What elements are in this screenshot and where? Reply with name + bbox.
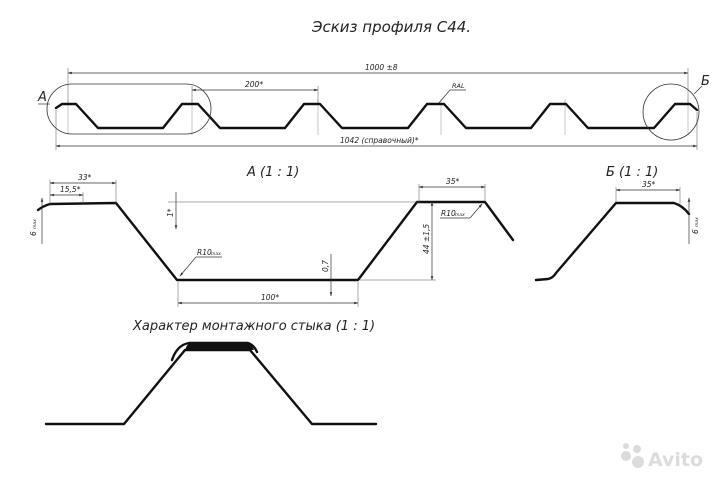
dim-35-a-label: 35* <box>446 177 460 186</box>
watermark-text: Avito <box>648 449 703 471</box>
dim-total-label: 1000 ±8 <box>365 63 398 72</box>
dim-ref-label: 1042 (справочный)* <box>340 136 419 145</box>
detail-b-view: Б (1 : 1) 35* 6 max <box>534 165 700 282</box>
ral-label: RAL <box>452 82 465 90</box>
r10-bottom-label: R10 <box>197 248 212 257</box>
overview-view: 1000 ±8 200* RAL 1042 (справочный)* А Б <box>37 63 710 150</box>
marker-b-label: Б <box>701 74 710 89</box>
r10-bottom-leader <box>179 256 197 277</box>
dim-6-right-label: 6 <box>691 229 700 234</box>
dim-1-label: 1* <box>166 208 175 217</box>
dim-35-b-label: 35* <box>642 180 656 189</box>
drawing-title: Эскиз профиля С44. <box>311 18 471 36</box>
dim-100-label: 100* <box>261 293 279 302</box>
overview-profile-line <box>54 102 699 130</box>
dim-0-7-label: 0,7 <box>321 260 330 272</box>
ral-leader <box>437 89 466 105</box>
dim-6-right-unit: max <box>695 217 700 227</box>
detail-b-heading: Б (1 : 1) <box>606 165 658 180</box>
joint-overlap-fill <box>185 343 254 350</box>
detail-a-view: А (1 : 1) 33* 15,5* 6 max 1* R10 max 0,7 <box>29 165 515 307</box>
dim-6-left-label: 6 <box>29 231 38 236</box>
joint-lower-sheet <box>44 348 378 426</box>
dim-pitch-label: 200* <box>245 80 263 89</box>
dim-44-label: 44 ±1,5 <box>422 224 431 254</box>
detail-b-callout <box>642 83 700 141</box>
r10-top-label: R10 <box>441 209 456 218</box>
r10-bottom-unit: max <box>211 252 221 257</box>
dim-6-left-unit: max <box>33 219 38 229</box>
avito-watermark: Avito <box>621 443 703 471</box>
dim-33-label: 33* <box>78 173 92 182</box>
joint-view: Характер монтажного стыка (1 : 1) <box>44 319 378 426</box>
detail-b-profile-line <box>534 201 691 282</box>
joint-heading: Характер монтажного стыка (1 : 1) <box>132 319 375 334</box>
detail-a-callout <box>46 83 212 135</box>
r10-top-leader <box>469 203 483 219</box>
marker-a-label: А <box>37 90 47 105</box>
detail-a-heading: А (1 : 1) <box>246 165 299 180</box>
detail-a-profile-line <box>36 200 515 282</box>
r10-top-unit: max <box>455 213 465 218</box>
dim-15-5-label: 15,5* <box>60 185 81 194</box>
avito-logo-icon <box>621 443 644 468</box>
